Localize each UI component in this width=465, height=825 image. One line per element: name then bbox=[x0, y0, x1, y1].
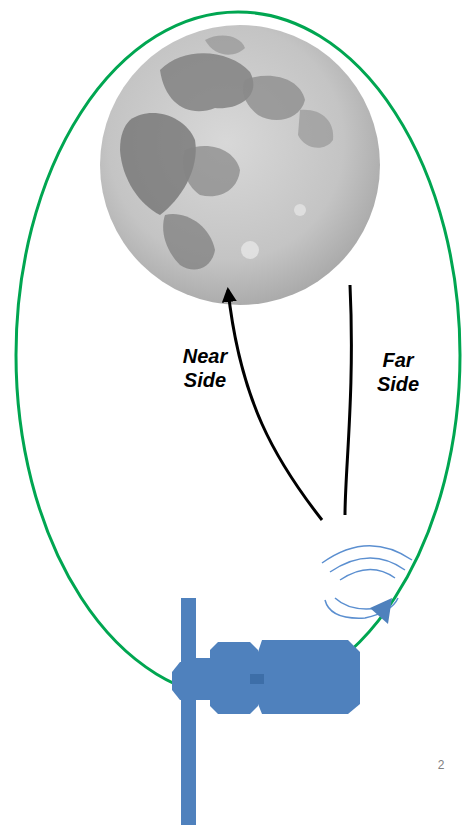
near-side-arrow bbox=[228, 290, 322, 520]
satellite-icon bbox=[172, 598, 360, 825]
far-side-line bbox=[345, 285, 351, 515]
antenna-signal bbox=[322, 546, 412, 618]
page-number: 2 bbox=[438, 758, 445, 772]
orbit-ellipse bbox=[16, 12, 460, 698]
antenna-dish bbox=[370, 598, 392, 624]
view-label: Far Side bbox=[375, 348, 421, 396]
moon-image bbox=[100, 25, 380, 305]
view-label: Near Side bbox=[181, 344, 229, 392]
